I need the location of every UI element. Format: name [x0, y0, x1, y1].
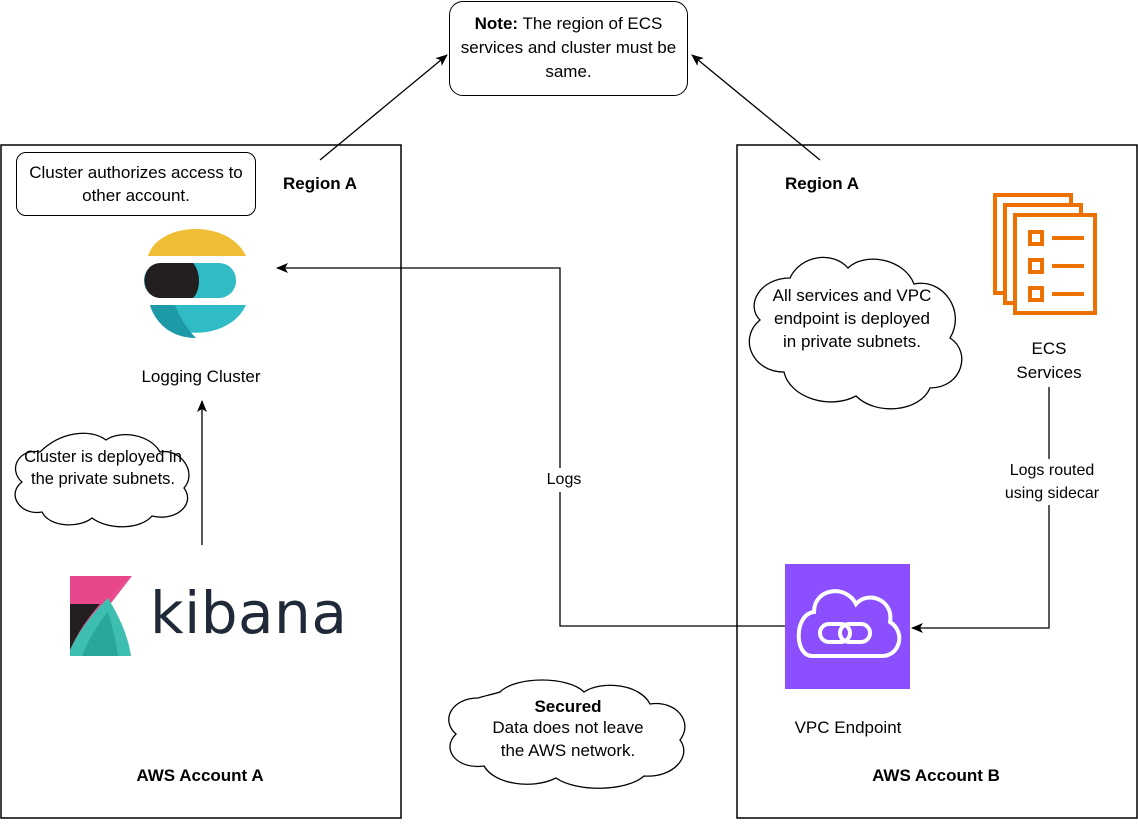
cloud-shape-account-a — [14, 432, 190, 528]
edge-logs-vpc-to-cluster — [276, 263, 785, 627]
region-a-label-left: Region A — [283, 174, 357, 193]
kibana-wordmark: kibana — [150, 579, 348, 647]
account-a-box — [0, 144, 402, 819]
services-private-subnets-note: All services and VPC endpoint is deploye… — [772, 286, 932, 351]
vpc-endpoint-label: VPC Endpoint — [794, 718, 902, 737]
account-b-box — [736, 144, 1138, 819]
elasticsearch-icon — [144, 228, 246, 338]
region-a-label-right: Region A — [785, 174, 859, 193]
ecs-services-label: ECS Services — [1016, 339, 1082, 382]
logs-routed-label: Logs routed using sidecar — [992, 459, 1112, 505]
cluster-private-subnets-note: Cluster is deployed in the private subne… — [24, 448, 182, 488]
note-box: Note: The region of ECS services and clu… — [449, 1, 688, 96]
edge-ecs-to-vpc — [911, 387, 1050, 633]
ecs-services-icon — [993, 193, 1097, 315]
logging-cluster-label: Logging Cluster — [141, 367, 261, 386]
vpc-endpoint-icon — [785, 564, 910, 689]
cloud-shape-secured — [448, 679, 686, 789]
secured-text: Data does not leave the AWS network. — [492, 718, 644, 760]
logs-edge-label: Logs — [542, 468, 586, 492]
cloud-shape-account-b — [748, 256, 963, 410]
kibana-logo-icon — [70, 576, 132, 656]
note-bold-label: Note: — [474, 14, 519, 33]
cluster-authorizes-callout: Cluster authorizes access to other accou… — [16, 152, 256, 216]
edge-region-b-to-note — [691, 54, 821, 161]
secured-title: Secured — [534, 697, 602, 716]
note-text: The region of ECS services and cluster m… — [460, 14, 677, 81]
edge-region-a-to-note — [319, 54, 448, 161]
account-a-footer: AWS Account A — [136, 766, 264, 785]
account-b-footer: AWS Account B — [872, 766, 1000, 785]
